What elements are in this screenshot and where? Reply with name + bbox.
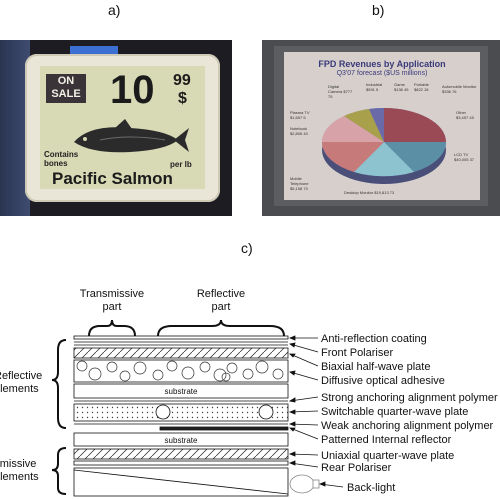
photo-price-tag: ON SALE 10 99 $ Contains bones per lb Pa… (0, 40, 232, 216)
pie-chart (321, 107, 447, 184)
price-main: 10 (110, 68, 155, 112)
blue-clip (70, 46, 118, 54)
layer-label-switchable-quarter-wave: Switchable quarter-wave plate (321, 406, 468, 418)
layer-label-back-light: Back-light (347, 482, 395, 494)
substrate-label-top: substrate (165, 387, 198, 396)
layer-label-biaxial-half-wave: Biaxial half-wave plate (321, 361, 430, 373)
transmissive-part-brace (88, 319, 136, 337)
pie-label: Plasma TV $1,657 5 (290, 110, 310, 120)
transmissive-part-label-2: part (103, 301, 122, 313)
reflective-elements-label-1: Reflective (0, 370, 42, 382)
layer-label-uniaxial-quarter-wave: Uniaxial quarter-wave plate (321, 450, 454, 462)
layer-label-anti-reflection: Anti-reflection coating (321, 333, 427, 345)
layer-label-strong-anchoring: Strong anchoring alignment polymer (321, 392, 498, 404)
layer-stack (73, 335, 289, 497)
pie-label: Digital Camera $777 75 (328, 84, 353, 99)
transmissive-part-label-1: Transmissive (80, 288, 144, 300)
panel-label-c: c) (241, 240, 253, 256)
pie-label: Automobile Monitor $336 76 (442, 84, 477, 94)
monitor-screen: FPD Revenues by Application Q3'07 foreca… (284, 52, 480, 200)
contains-bones-text: Contains bones (44, 150, 79, 168)
backlight-bulb-base (312, 479, 320, 489)
pie-label: Notebook $2,806 40 (290, 126, 308, 136)
layer-label-internal-reflector: Patterned Internal reflector (321, 434, 452, 446)
reflective-part-label-1: Reflective (197, 288, 245, 300)
transmissive-elements-brace (51, 447, 67, 495)
reflective-part-label-2: part (212, 301, 231, 313)
transmissive-elements-label-1: Transmissive (0, 458, 36, 470)
price-dollar: $ (178, 90, 187, 107)
pie-label: Industrial $591 5 (366, 82, 383, 92)
pie-label: Other $3,457 45 (456, 110, 474, 120)
substrate-label-bottom: substrate (165, 436, 198, 445)
panel-label-a: a) (108, 2, 121, 18)
reflective-part-brace (157, 319, 285, 337)
pie-label: Game $136 45 (394, 82, 409, 92)
pie-label: Mobile Telephone $5,158 70 (290, 176, 309, 191)
pie-label: Desktop Monitor $19,813 73 (344, 190, 395, 195)
layer-label-diffusive-adhesive: Diffusive optical adhesive (321, 375, 445, 387)
pie-label: LCD TV $40,005 37 (454, 152, 475, 162)
chart-title: FPD Revenues by Application (318, 59, 446, 69)
panel-label-b: b) (372, 2, 385, 18)
photo-monitor: FPD Revenues by Application Q3'07 foreca… (262, 40, 500, 216)
on-sale-badge: ON SALE (46, 74, 86, 103)
backlight-bulb-icon (289, 474, 315, 494)
layer-label-front-polariser: Front Polariser (321, 347, 393, 359)
chart-subtitle: Q3'07 forecast ($US millions) (336, 70, 428, 77)
per-lb-text: per lb (170, 160, 192, 169)
label-leaders (288, 335, 344, 488)
salmon-icon (74, 119, 189, 153)
layer-label-weak-anchoring: Weak anchoring alignment polymer (321, 420, 494, 432)
reflective-elements-brace (51, 339, 67, 429)
epaper-screen: ON SALE 10 99 $ Contains bones per lb Pa… (40, 66, 205, 189)
pie-label: Portable $822 18 (414, 82, 429, 92)
layer-label-rear-polariser: Rear Polariser (321, 462, 392, 474)
product-name: Pacific Salmon (52, 169, 173, 188)
price-cents: 99 (173, 72, 191, 89)
